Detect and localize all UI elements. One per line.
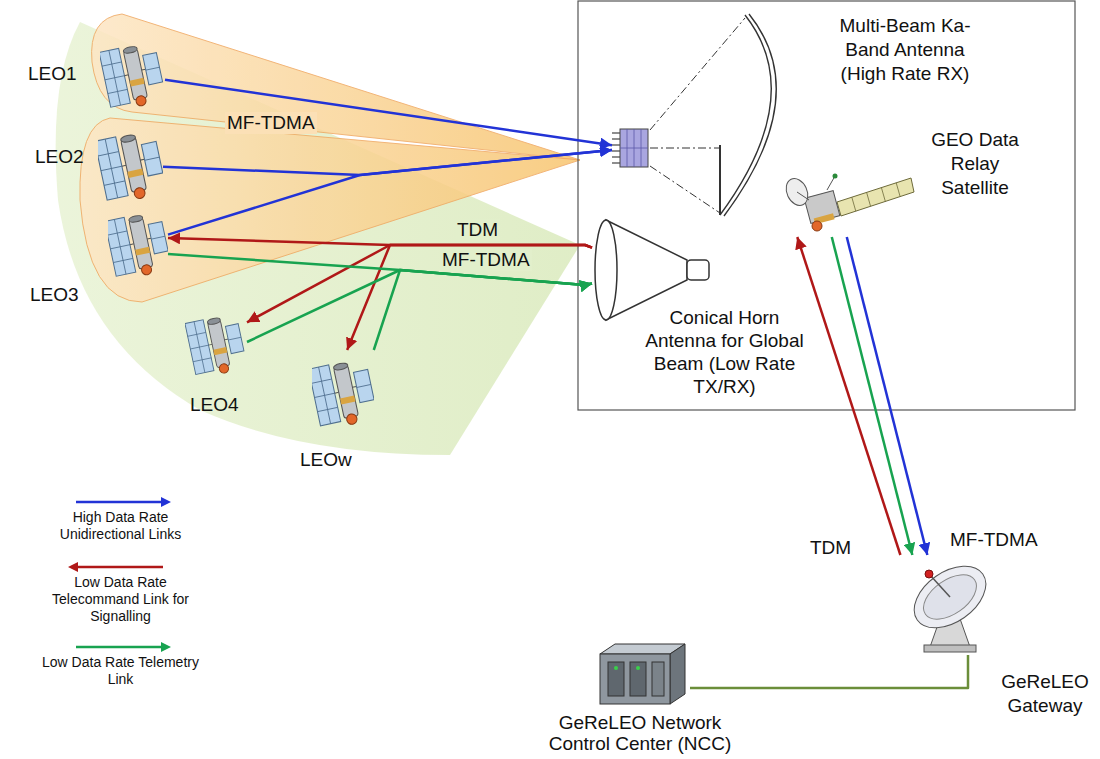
leo-satellite: LEO3	[108, 208, 168, 280]
node-label: GeReLEO Gateway	[1000, 670, 1090, 718]
legend-arrow	[38, 640, 203, 654]
horn-drawing	[592, 218, 714, 322]
geo-satellite-frame	[578, 1, 1075, 410]
node-label: LEO1	[28, 62, 98, 86]
link-protocol-label: TDM	[455, 219, 500, 241]
leo-drawing	[185, 312, 247, 377]
leo-satellite: LEOw	[312, 350, 374, 435]
leo-satellite-icon	[312, 357, 374, 431]
link-arrow	[347, 245, 592, 350]
leo-satellite-icon	[100, 41, 165, 110]
leo-drawing	[100, 40, 165, 110]
link-arrow	[374, 270, 592, 350]
sat-drawing	[775, 172, 915, 237]
reflector-antenna	[650, 14, 776, 216]
feed-drawing	[612, 127, 650, 169]
leo-drawing	[98, 128, 163, 203]
node-label: GEO Data Relay Satellite	[925, 128, 1025, 200]
server-drawing	[590, 640, 690, 708]
leo-drawing	[312, 350, 374, 435]
link-protocol-label: MF-TDMA	[440, 249, 532, 271]
legend-arrow	[38, 495, 203, 509]
geo-relay-satellite: GEO Data Relay Satellite	[775, 172, 915, 237]
multibeam-antenna: Multi-Beam Ka-Band Antenna (High Rate RX…	[612, 127, 650, 169]
leo-satellite-icon	[108, 210, 168, 280]
link-arrow	[797, 237, 900, 555]
link-protocol-label: TDM	[808, 537, 853, 559]
leo-satellite-icon	[185, 313, 247, 377]
leo-satellite: LEO1	[100, 40, 165, 110]
link-arrow	[165, 80, 612, 145]
leo-satellite: LEO4	[185, 312, 247, 377]
legend-entry: High Data Rate Unidirectional Links	[38, 495, 203, 543]
link-protocol-label: MF-TDMA	[225, 112, 317, 134]
node-label: GeReLEO Network Control Center (NCC)	[535, 712, 745, 754]
spot-beam-2	[80, 118, 580, 302]
legend-entry: Low Data Rate Telemetry Link	[38, 640, 203, 688]
leo-satellite: LEO2	[98, 128, 163, 203]
node-label: LEO2	[35, 145, 105, 169]
link-arrow	[690, 655, 968, 688]
gateway-dish-icon	[903, 555, 997, 652]
dish-drawing	[900, 555, 1000, 655]
server-icon	[600, 644, 685, 704]
gateway-dish: GeReLEO Gateway	[900, 555, 1000, 655]
link-arrow	[247, 245, 592, 322]
conical-horn-icon	[595, 220, 709, 320]
leo-drawing	[108, 208, 168, 280]
link-arrow	[168, 150, 612, 235]
link-arrow	[847, 237, 928, 555]
ncc-server: GeReLEO Network Control Center (NCC)	[590, 640, 690, 708]
legend-arrow	[38, 560, 203, 574]
feed-array-icon	[612, 129, 648, 167]
horn-antenna: Conical Horn Antenna for Global Beam (Lo…	[592, 218, 714, 322]
node-label: LEOw	[300, 448, 370, 472]
legend-text: Low Data Rate Telemetry Link	[38, 654, 203, 688]
leo-satellite-icon	[98, 129, 163, 203]
node-label: Conical Horn Antenna for Global Beam (Lo…	[642, 306, 807, 398]
legend-text: Low Data Rate Telecommand Link for Signa…	[38, 574, 203, 625]
legend-entry: Low Data Rate Telecommand Link for Signa…	[38, 560, 203, 625]
node-label: LEO3	[30, 283, 100, 307]
geo-satellite-icon	[782, 174, 914, 232]
link-protocol-label: MF-TDMA	[948, 529, 1040, 551]
link-arrow	[832, 237, 913, 555]
node-label: Multi-Beam Ka-Band Antenna (High Rate RX…	[825, 14, 985, 86]
node-label: LEO4	[190, 393, 260, 417]
legend-text: High Data Rate Unidirectional Links	[38, 509, 203, 543]
